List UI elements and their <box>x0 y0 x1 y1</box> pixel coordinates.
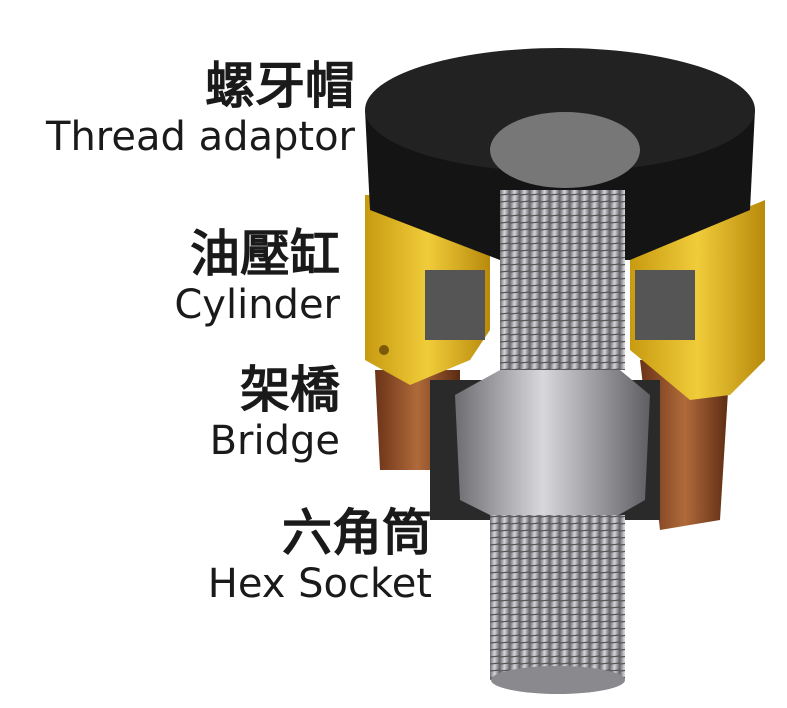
thread-adaptor-part <box>365 48 755 260</box>
threaded-stud <box>500 190 625 370</box>
label-bridge: 架橋 Bridge <box>210 362 340 464</box>
label-en: Cylinder <box>174 282 340 328</box>
label-en: Thread adaptor <box>46 114 355 160</box>
label-zh: 六角筒 <box>282 504 432 562</box>
label-en: Bridge <box>209 418 340 464</box>
cylinder-part <box>365 195 765 400</box>
label-cylinder: 油壓缸 Cylinder <box>174 226 340 328</box>
label-zh: 架橋 <box>240 361 340 419</box>
label-zh: 油壓缸 <box>190 225 340 283</box>
label-en: Hex Socket <box>207 561 432 607</box>
hex-socket-part <box>455 370 650 520</box>
label-thread-adaptor: 螺牙帽 Thread adaptor <box>46 58 355 160</box>
label-zh: 螺牙帽 <box>205 57 355 115</box>
label-hex-socket: 六角筒 Hex Socket <box>208 505 432 607</box>
stud-lower <box>490 515 625 680</box>
